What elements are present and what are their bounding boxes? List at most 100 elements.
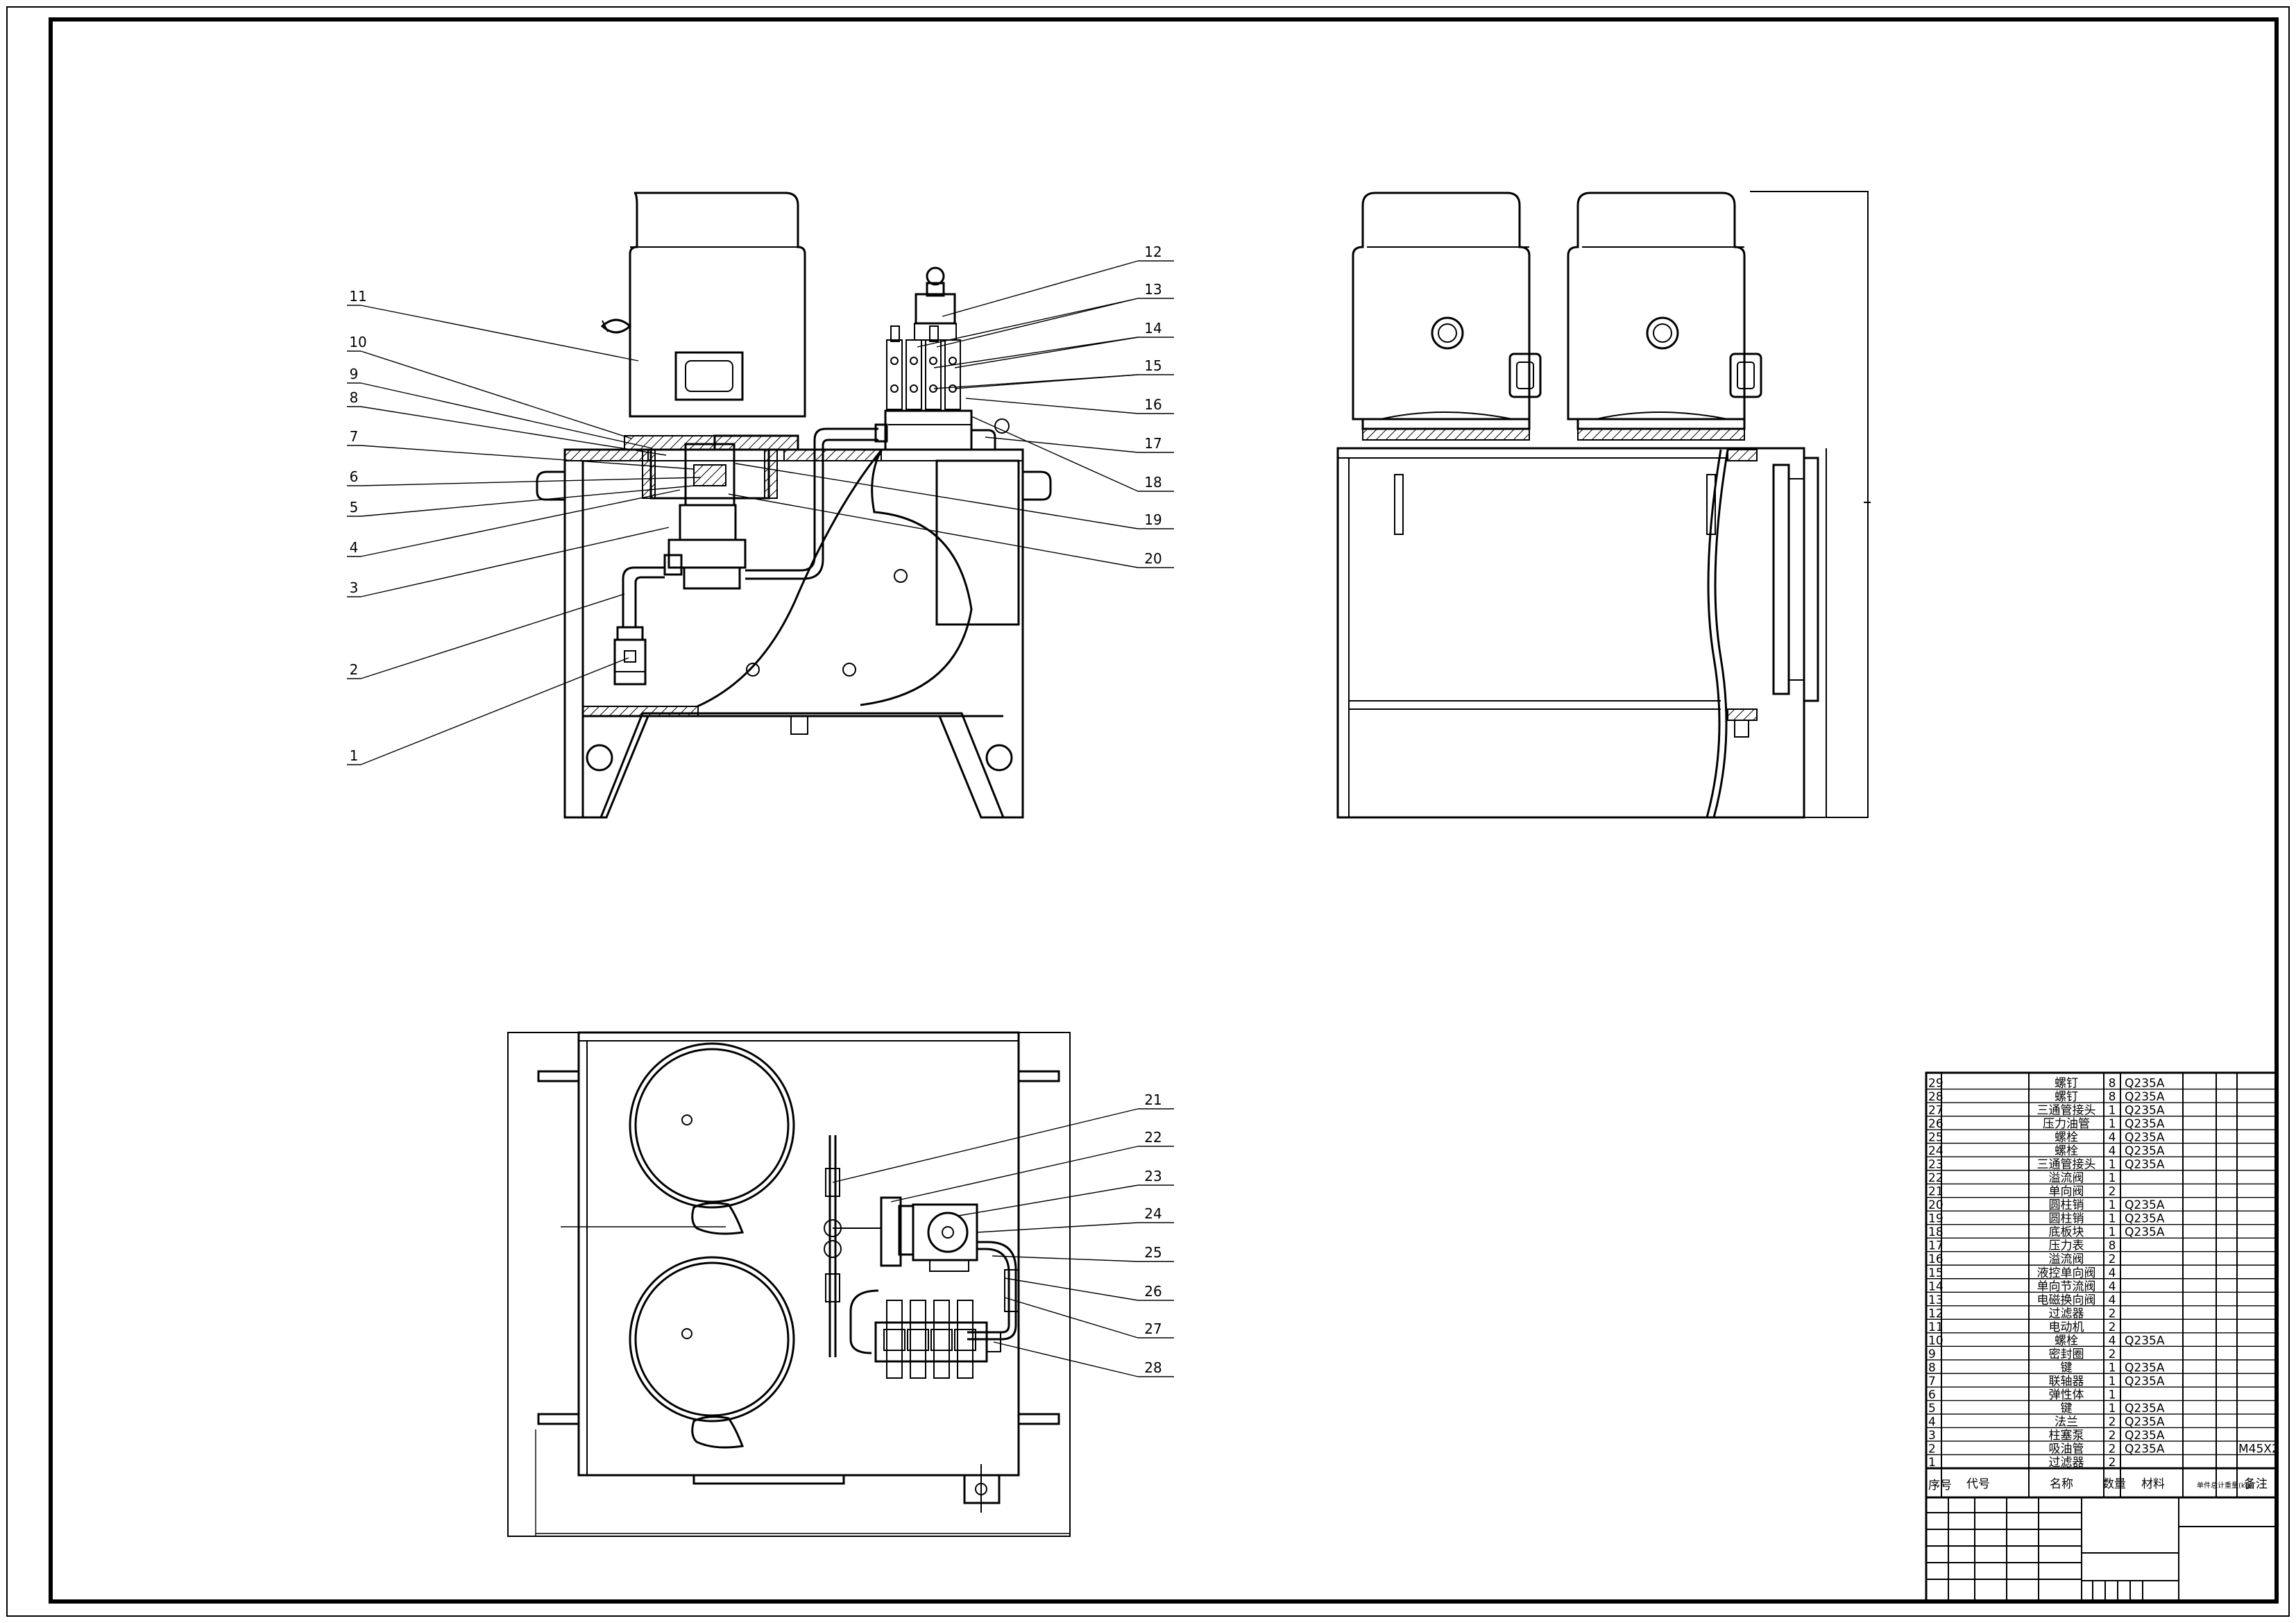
bom-header-code: 代号 <box>1966 1477 1990 1491</box>
balloon-14: 14 <box>1144 320 1162 337</box>
bom-cell-name: 联轴器 <box>2049 1375 2084 1388</box>
bom-cell-name: 螺栓 <box>2055 1334 2078 1348</box>
bom-cell-name: 螺钉 <box>2055 1090 2078 1104</box>
bom-cell-qty: 4 <box>2109 1334 2116 1348</box>
bom-cell-name: 三通管接头 <box>2037 1104 2096 1118</box>
bom-cell-material: Q235A <box>2125 1104 2165 1118</box>
balloon-18: 18 <box>1144 474 1162 491</box>
bom-cell-qty: 8 <box>2109 1090 2116 1104</box>
bom-cell-name: 压力油管 <box>2043 1117 2090 1131</box>
balloon-9: 9 <box>350 366 359 382</box>
bom-cell-no: 26 <box>1928 1117 1944 1131</box>
bom-cell-no: 28 <box>1928 1090 1944 1104</box>
valve-manifold-front <box>884 409 973 451</box>
bom-cell-no: 18 <box>1928 1225 1944 1239</box>
outer-border <box>6 6 2290 1617</box>
balloon-21: 21 <box>1144 1091 1162 1108</box>
balloon-8: 8 <box>350 389 359 406</box>
bom-cell-name: 螺栓 <box>2055 1144 2078 1158</box>
bom-cell-no: 12 <box>1928 1307 1944 1320</box>
balloon-3: 3 <box>350 579 359 596</box>
bom-cell-qty: 2 <box>2109 1252 2116 1266</box>
top-leaders <box>832 1108 1174 1377</box>
bom-cell-qty: 4 <box>2109 1144 2116 1158</box>
bom-cell-qty: 2 <box>2109 1320 2116 1334</box>
bom-header-qty: 数量 <box>2102 1477 2126 1491</box>
balloon-17: 17 <box>1144 435 1162 452</box>
balloon-7: 7 <box>350 428 359 445</box>
bom-cell-name: 圆柱销 <box>2049 1212 2084 1226</box>
bom-cell-name: 密封圈 <box>2049 1348 2084 1361</box>
bom-cell-qty: 4 <box>2109 1293 2116 1307</box>
bom-cell-name: 过滤器 <box>2049 1456 2084 1470</box>
bom-cell-qty: 2 <box>2109 1185 2116 1199</box>
bom-cell-qty: 2 <box>2109 1348 2116 1361</box>
balloon-27: 27 <box>1144 1320 1162 1337</box>
bom-cell-name: 弹性体 <box>2049 1388 2084 1402</box>
bom-cell-material: Q235A <box>2125 1415 2165 1429</box>
bom-cell-qty: 4 <box>2109 1266 2116 1280</box>
bom-cell-no: 8 <box>1928 1361 1936 1375</box>
bom-cell-material: Q235A <box>2125 1144 2165 1158</box>
bom-cell-qty: 1 <box>2109 1117 2116 1131</box>
bom-cell-no: 1 <box>1928 1456 1936 1470</box>
bom-cell-no: 4 <box>1928 1415 1936 1429</box>
bom-cell-material: Q235A <box>2125 1361 2165 1375</box>
bom-cell-material: Q235A <box>2125 1090 2165 1104</box>
bom-cell-qty: 1 <box>2109 1171 2116 1185</box>
bom-cell-material: Q235A <box>2125 1334 2165 1348</box>
bom-cell-no: 7 <box>1928 1375 1936 1388</box>
bom-cell-material: Q235A <box>2125 1402 2165 1416</box>
bom-header-remark: 备注 <box>2244 1477 2268 1491</box>
bom-cell-material: Q235A <box>2125 1131 2165 1145</box>
bom-cell-name: 过滤器 <box>2049 1307 2084 1320</box>
bom-cell-name: 电动机 <box>2049 1320 2084 1334</box>
bom-cell-qty: 2 <box>2109 1429 2116 1443</box>
bom-cell-material: Q235A <box>2125 1212 2165 1226</box>
balloon-10: 10 <box>349 334 366 350</box>
balloon-2: 2 <box>350 661 359 678</box>
bom-cell-qty: 2 <box>2109 1307 2116 1320</box>
balloon-24: 24 <box>1144 1205 1162 1222</box>
bom-cell-name: 螺钉 <box>2055 1077 2078 1091</box>
bom-cell-name: 压力表 <box>2049 1239 2084 1253</box>
front-leaders-left <box>347 305 701 765</box>
balloon-4: 4 <box>350 539 359 556</box>
oil-tank-front <box>563 448 1024 819</box>
bom-cell-name: 圆柱销 <box>2049 1198 2084 1212</box>
bom-header-material: 材料 <box>2141 1477 2165 1491</box>
side-view <box>1336 191 1871 819</box>
balloon-6: 6 <box>350 468 359 485</box>
bom-cell-name: 溢流阀 <box>2049 1171 2084 1185</box>
bom-cell-no: 21 <box>1928 1185 1944 1199</box>
bom-cell-material: Q235A <box>2125 1198 2165 1212</box>
motor-top-1 <box>629 1042 795 1209</box>
motor-front <box>629 192 806 418</box>
balloon-5: 5 <box>350 499 359 516</box>
bom-cell-material: Q235A <box>2125 1429 2165 1443</box>
bom-cell-no: 14 <box>1928 1280 1944 1293</box>
bom-cell-qty: 2 <box>2109 1456 2116 1470</box>
bom-cell-qty: 4 <box>2109 1280 2116 1293</box>
motor-top-2 <box>629 1256 795 1422</box>
bom-cell-qty: 4 <box>2109 1131 2116 1145</box>
bom-cell-no: 13 <box>1928 1293 1944 1307</box>
bom-cell-material: Q235A <box>2125 1117 2165 1131</box>
inner-border <box>49 17 2279 1604</box>
balloon-26: 26 <box>1144 1283 1162 1300</box>
bom-cell-qty: 1 <box>2109 1104 2116 1118</box>
bom-cell-name: 三通管接头 <box>2037 1158 2096 1172</box>
bom-cell-no: 6 <box>1928 1388 1936 1402</box>
bom-cell-name: 键 <box>2061 1402 2073 1416</box>
balloon-15: 15 <box>1144 357 1162 374</box>
bom-cell-no: 2 <box>1928 1442 1936 1456</box>
balloon-13: 13 <box>1144 281 1162 298</box>
bom-cell-name: 吸油管 <box>2049 1442 2084 1456</box>
bom-header-no: 序号 <box>1928 1479 1952 1493</box>
bom-cell-name: 底板块 <box>2049 1225 2084 1239</box>
bom-cell-no: 25 <box>1928 1131 1944 1145</box>
bom-cell-no: 16 <box>1928 1252 1944 1266</box>
bom-cell-no: 27 <box>1928 1104 1944 1118</box>
